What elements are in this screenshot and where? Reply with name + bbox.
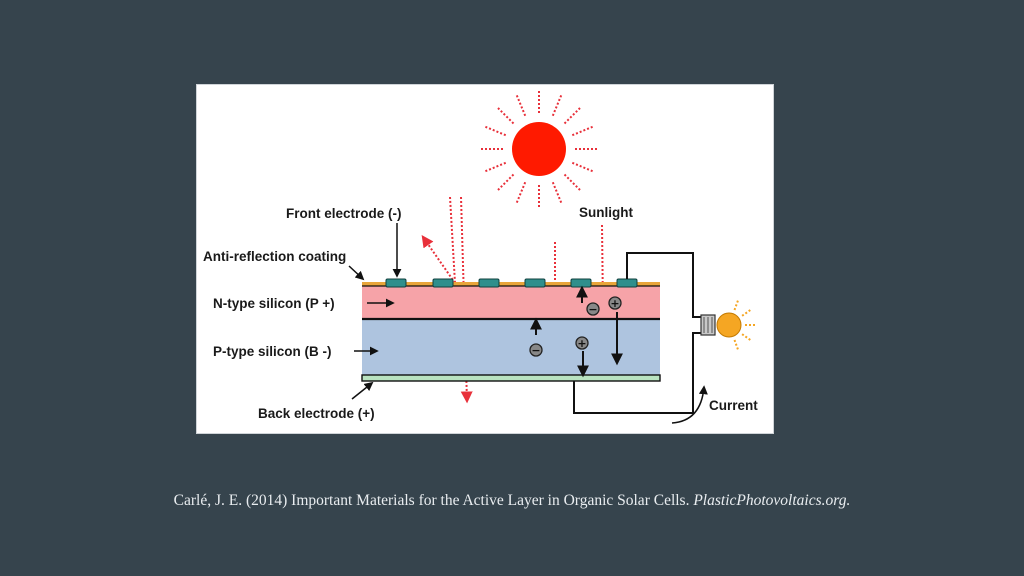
solar-cell-diagram: − + − + Front electrode (-) Sunlight Ant… [203, 91, 758, 424]
hole: + [575, 336, 589, 350]
electron: − [529, 343, 543, 357]
sun-ray [515, 95, 527, 117]
hole: + [608, 296, 622, 310]
sun-ray [551, 95, 563, 117]
label-back-electrode: Back electrode (+) [258, 406, 375, 421]
p-type-layer [362, 319, 660, 375]
electron: − [586, 302, 600, 316]
front-electrode-fingers [385, 278, 638, 288]
light-ray-reflected [421, 235, 456, 284]
svg-text:−: − [531, 344, 540, 357]
anti-reflection-layer [362, 282, 660, 286]
current-arrow [671, 385, 708, 424]
circuit-wire-bottom [573, 332, 703, 414]
label-anti-reflection-coating: Anti-reflection coating [203, 249, 346, 264]
back-electrode-layer [361, 374, 661, 382]
sun-ray [497, 107, 515, 125]
svg-text:−: − [588, 303, 597, 316]
sun-ray [485, 125, 507, 137]
sun-ray [497, 173, 515, 191]
svg-text:+: + [610, 297, 619, 310]
citation-caption: Carlé, J. E. (2014) Important Materials … [0, 492, 1024, 510]
bulb-ray [733, 339, 739, 350]
sun-ray [563, 107, 581, 125]
svg-text:+: + [577, 337, 586, 350]
sun-ray [571, 125, 593, 137]
label-sunlight: Sunlight [579, 205, 633, 220]
label-front-electrode: Front electrode (-) [286, 206, 402, 221]
label-p-type-silicon: P-type silicon (B -) [213, 344, 332, 359]
bulb-ray [733, 300, 739, 311]
light-ray-incoming [449, 196, 456, 284]
label-n-type-silicon: N-type silicon (P +) [213, 296, 335, 311]
citation-source: PlasticPhotovoltaics.org. [693, 492, 851, 509]
bulb-ray [741, 309, 751, 317]
sun-ray [551, 181, 563, 203]
bulb-ray [741, 333, 751, 341]
citation-text: Carlé, J. E. (2014) Important Materials … [173, 492, 690, 509]
sun-ray [563, 173, 581, 191]
sun-icon [481, 91, 597, 207]
label-current: Current [709, 398, 758, 413]
circuit-wire-top [626, 252, 703, 318]
light-bulb-icon [700, 300, 755, 350]
carrier-arrows [530, 285, 623, 378]
solar-cell-figure: − + − + Front electrode (-) Sunlight Ant… [196, 84, 774, 434]
label-pointers [348, 223, 402, 400]
sun-ray [571, 161, 593, 173]
sun-disc [512, 122, 566, 176]
sun-ray [515, 181, 527, 203]
sun-ray [485, 161, 507, 173]
